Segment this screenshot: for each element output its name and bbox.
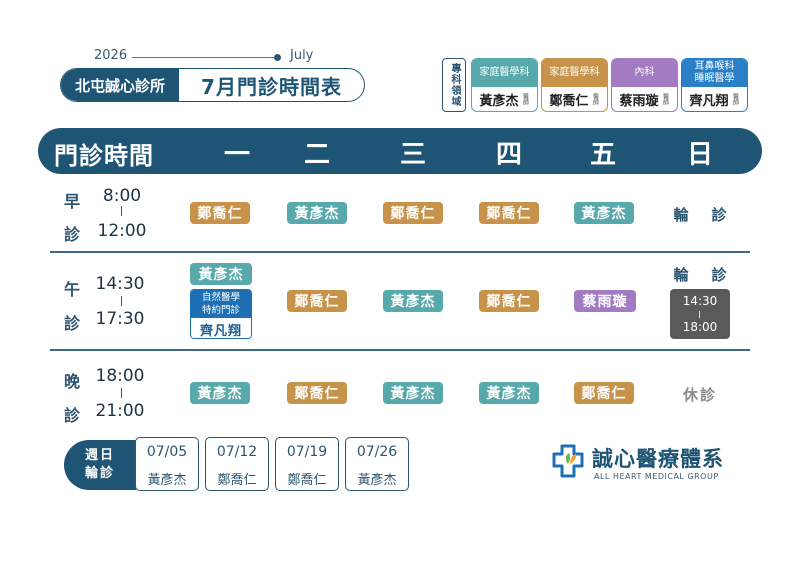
- sunday-rotation-card: 07/26 黃彥杰: [345, 437, 409, 491]
- session-char: 診: [64, 225, 81, 244]
- slot-fri-afternoon: 蔡雨璇: [574, 290, 636, 312]
- slot-sun-evening: 休診: [682, 386, 717, 404]
- special-clinic-title: 自然醫學 特約門診: [191, 290, 251, 318]
- legend-specialty: 家庭醫學科: [472, 59, 537, 87]
- slot-sun-afternoon: 輪 診: [673, 266, 731, 284]
- slot-sun-morning: 輪 診: [673, 206, 731, 224]
- day-tue: 二: [303, 140, 330, 170]
- timeline-divider: [132, 57, 276, 58]
- start-time: 18:00: [95, 366, 145, 386]
- slot-tue-morning: 黃彥杰: [287, 202, 347, 224]
- day-fri: 五: [589, 140, 616, 170]
- day-thu: 四: [495, 140, 522, 170]
- legend-card-qi: 耳鼻喉科 睡眠醫學 齊凡翔醫師: [681, 58, 748, 112]
- slot-tue-evening: 鄭喬仁: [287, 382, 347, 404]
- legend-card-zheng: 家庭醫學科 鄭喬仁醫師: [541, 58, 608, 112]
- day-sun: 日: [686, 140, 713, 170]
- legend-doctor: 齊凡翔醫師: [689, 93, 739, 109]
- slot-mon-afternoon: 黃彥杰: [190, 263, 252, 285]
- brand-name: 誠心醫療體系: [592, 447, 724, 471]
- legend-doctor: 鄭喬仁醫師: [549, 93, 599, 109]
- slot-wed-morning: 鄭喬仁: [383, 202, 443, 224]
- legend-specialty: 內科: [612, 59, 677, 87]
- rotation-date: 07/19: [286, 444, 328, 460]
- slot-thu-afternoon: 鄭喬仁: [479, 290, 539, 312]
- legend-doctor: 黃彥杰醫師: [479, 93, 529, 109]
- time-separator: [121, 388, 122, 398]
- start-time: 8:00: [102, 186, 142, 206]
- sunday-hours-box: 14:30 18:00: [670, 289, 730, 339]
- schedule-title: 7月門診時間表: [201, 74, 342, 99]
- sunday-rotation-card: 07/05 黃彥杰: [135, 437, 199, 491]
- session-char: 診: [64, 314, 81, 333]
- brand-name-en: ALL HEART MEDICAL GROUP: [594, 472, 719, 481]
- slot-fri-morning: 黃彥杰: [574, 202, 634, 224]
- session-char: 晚: [64, 372, 81, 391]
- year-label: 2026: [94, 48, 128, 63]
- slot-tue-afternoon: 鄭喬仁: [287, 290, 347, 312]
- sunday-rotation-label: 週日 輪診: [64, 440, 136, 490]
- time-separator: [121, 296, 122, 306]
- sunday-rotation-card: 07/19 鄭喬仁: [275, 437, 339, 491]
- start-time: 14:30: [95, 274, 145, 294]
- slot-thu-evening: 黃彥杰: [479, 382, 539, 404]
- sunday-end-time: 18:00: [682, 320, 718, 334]
- slot-mon-morning: 鄭喬仁: [190, 202, 250, 224]
- legend-specialty: 家庭醫學科: [542, 59, 607, 87]
- slot-thu-morning: 鄭喬仁: [479, 202, 539, 224]
- sunday-start-time: 14:30: [682, 294, 718, 308]
- day-wed: 三: [399, 140, 426, 170]
- session-char: 早: [64, 192, 81, 211]
- slot-fri-evening: 鄭喬仁: [574, 382, 634, 404]
- rotation-doctor: 黃彥杰: [147, 473, 187, 488]
- time-separator: [121, 206, 122, 216]
- day-mon: 一: [223, 140, 250, 170]
- rotation-doctor: 鄭喬仁: [217, 473, 257, 488]
- legend-doctor: 蔡雨璇醫師: [619, 93, 669, 109]
- time-separator: [699, 311, 700, 318]
- rotation-doctor: 鄭喬仁: [287, 473, 327, 488]
- brand-logo-icon: [552, 444, 584, 478]
- clinic-name: 北屯誠心診所: [61, 69, 179, 101]
- rotation-doctor: 黃彥杰: [357, 473, 397, 488]
- specialty-label: 專科領域: [442, 58, 466, 112]
- special-clinic-card: 自然醫學 特約門診 齊凡翔: [190, 289, 252, 339]
- end-time: 21:00: [95, 401, 145, 421]
- slot-wed-evening: 黃彥杰: [383, 382, 443, 404]
- clinic-hours-label: 門診時間: [54, 142, 154, 170]
- year-month-line: 2026 July: [94, 48, 318, 64]
- slot-mon-evening: 黃彥杰: [190, 382, 250, 404]
- session-char: 診: [64, 406, 81, 425]
- row-divider: [50, 349, 750, 351]
- schedule-header-bar: 門診時間 一 二 三 四 五 日: [38, 128, 762, 174]
- month-label: July: [290, 48, 314, 63]
- legend-card-huang: 家庭醫學科 黃彥杰醫師: [471, 58, 538, 112]
- legend-card-cai: 內科 蔡雨璇醫師: [611, 58, 678, 112]
- title-banner: 北屯誠心診所 7月門診時間表: [60, 68, 365, 102]
- slot-wed-afternoon: 黃彥杰: [383, 290, 443, 312]
- end-time: 12:00: [97, 221, 147, 241]
- legend-specialty: 耳鼻喉科 睡眠醫學: [682, 59, 747, 87]
- rotation-date: 07/05: [146, 444, 188, 460]
- sunday-rotation-card: 07/12 鄭喬仁: [205, 437, 269, 491]
- row-divider: [50, 251, 750, 253]
- session-char: 午: [64, 280, 81, 299]
- end-time: 17:30: [95, 309, 145, 329]
- timeline-dot: [274, 54, 281, 61]
- rotation-date: 07/26: [356, 444, 398, 460]
- rotation-date: 07/12: [216, 444, 258, 460]
- special-clinic-doctor: 齊凡翔: [191, 318, 251, 338]
